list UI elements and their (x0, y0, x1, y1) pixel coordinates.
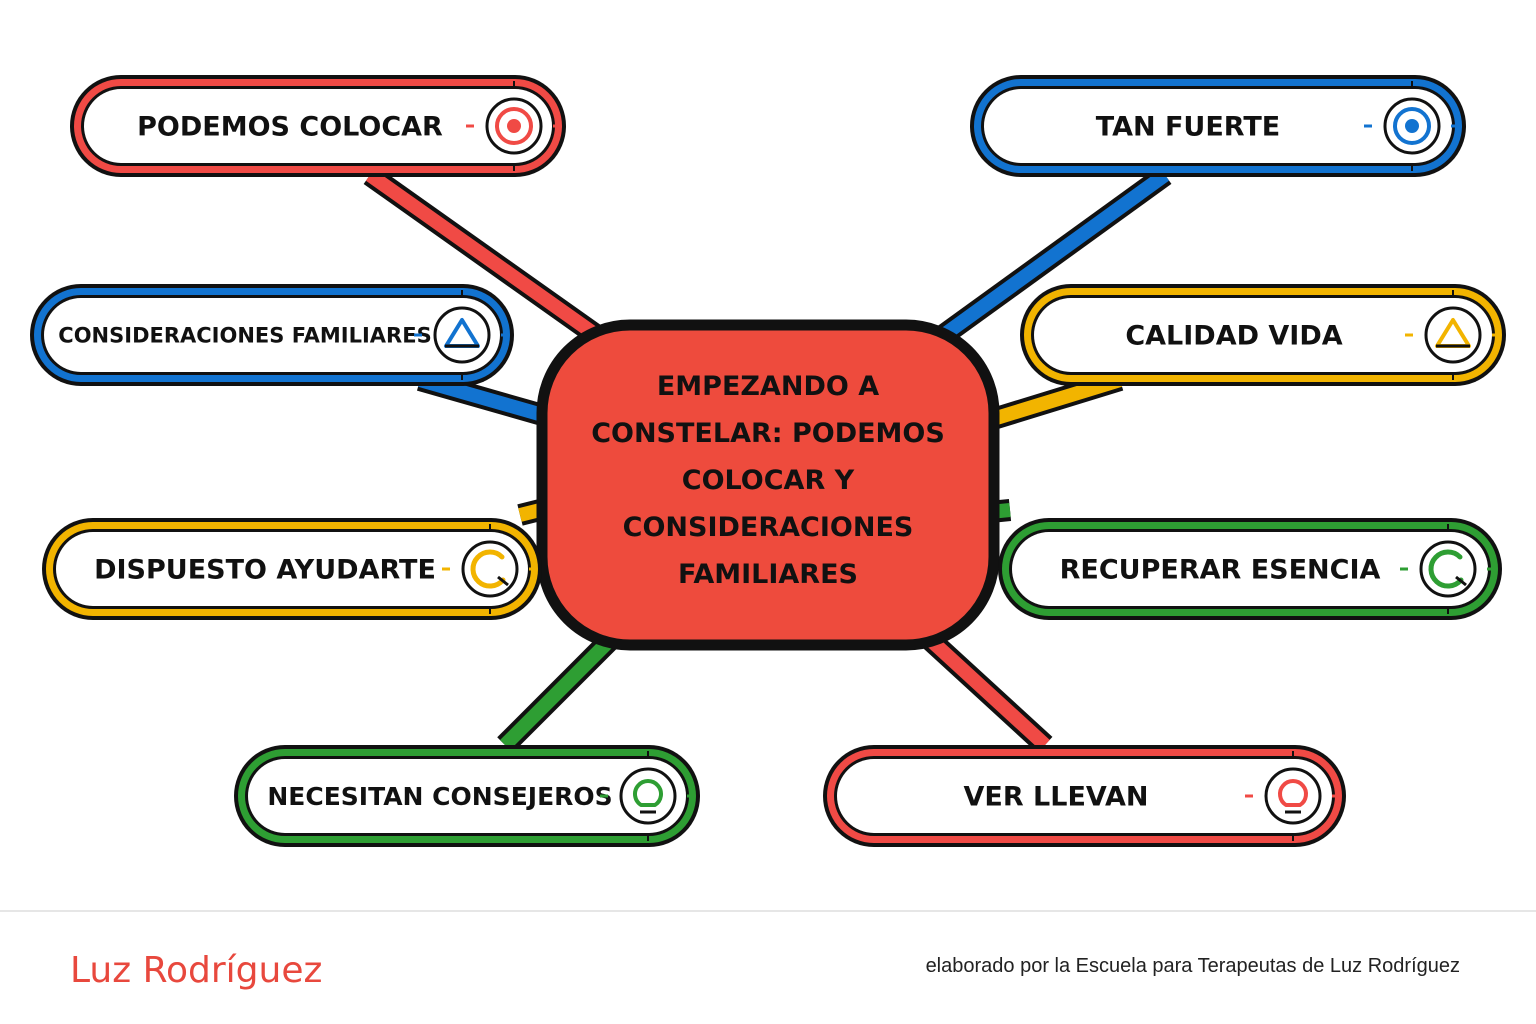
triangle-icon (1405, 290, 1497, 380)
node-label: PODEMOS COLOCAR (137, 112, 443, 143)
node-box (44, 298, 500, 372)
mind-map: EMPEZANDO A CONSTELAR: PODEMOS COLOCAR Y… (30, 75, 1506, 847)
target-icon (466, 81, 558, 171)
author-name: Luz Rodríguez (70, 950, 323, 991)
node-4: CALIDAD VIDA (1020, 284, 1506, 386)
node-3: CONSIDERACIONES FAMILIARES (30, 284, 514, 386)
c-arc-icon (1400, 524, 1492, 614)
lightbulb-icon (600, 751, 692, 841)
node-7: NECESITAN CONSEJEROS (234, 745, 700, 847)
node-box (1034, 298, 1492, 372)
node-1: PODEMOS COLOCAR (70, 75, 566, 177)
c-arc-icon (442, 524, 534, 614)
connector (500, 630, 620, 750)
central-topic-line-3: COLOCAR Y (682, 465, 855, 496)
connector (365, 169, 615, 351)
node-6: RECUPERAR ESENCIA (998, 518, 1502, 620)
node-5: DISPUESTO AYUDARTE (42, 518, 542, 620)
central-topic-line-4: CONSIDERACIONES (623, 512, 914, 543)
credit-text: elaborado por la Escuela para Terapeutas… (925, 955, 1460, 977)
node-box (248, 759, 686, 833)
node-box (837, 759, 1332, 833)
node-label: RECUPERAR ESENCIA (1060, 555, 1381, 586)
footer-divider (0, 910, 1536, 912)
connector (925, 169, 1170, 351)
target-icon (1364, 81, 1456, 171)
central-topic-box (536, 319, 1000, 651)
central-topic-line-5: FAMILIARES (678, 559, 858, 590)
branch-nodes: PODEMOS COLOCAR TAN FUERTE CONSIDERACIONES… (30, 75, 1506, 847)
node-box (984, 89, 1452, 163)
node-label: CONSIDERACIONES FAMILIARES (58, 324, 431, 348)
triangle-icon (414, 290, 506, 380)
node-8: VER LLEVAN (823, 745, 1346, 847)
connector (987, 373, 1123, 427)
node-label: DISPUESTO AYUDARTE (94, 555, 436, 586)
central-topic: EMPEZANDO A CONSTELAR: PODEMOS COLOCAR Y… (536, 319, 1000, 651)
node-label: NECESITAN CONSEJEROS (267, 782, 612, 811)
node-2: TAN FUERTE (970, 75, 1466, 177)
node-label: CALIDAD VIDA (1125, 321, 1342, 352)
node-box (84, 89, 552, 163)
connector (920, 629, 1050, 751)
connectors (363, 166, 1172, 754)
lightbulb-icon (1245, 751, 1337, 841)
node-box (56, 532, 528, 606)
node-label: TAN FUERTE (1096, 112, 1280, 143)
central-topic-line-1: EMPEZANDO A (657, 371, 879, 402)
central-topic-line-2: CONSTELAR: PODEMOS (591, 418, 945, 449)
node-label: VER LLEVAN (964, 782, 1149, 813)
node-box (1012, 532, 1488, 606)
